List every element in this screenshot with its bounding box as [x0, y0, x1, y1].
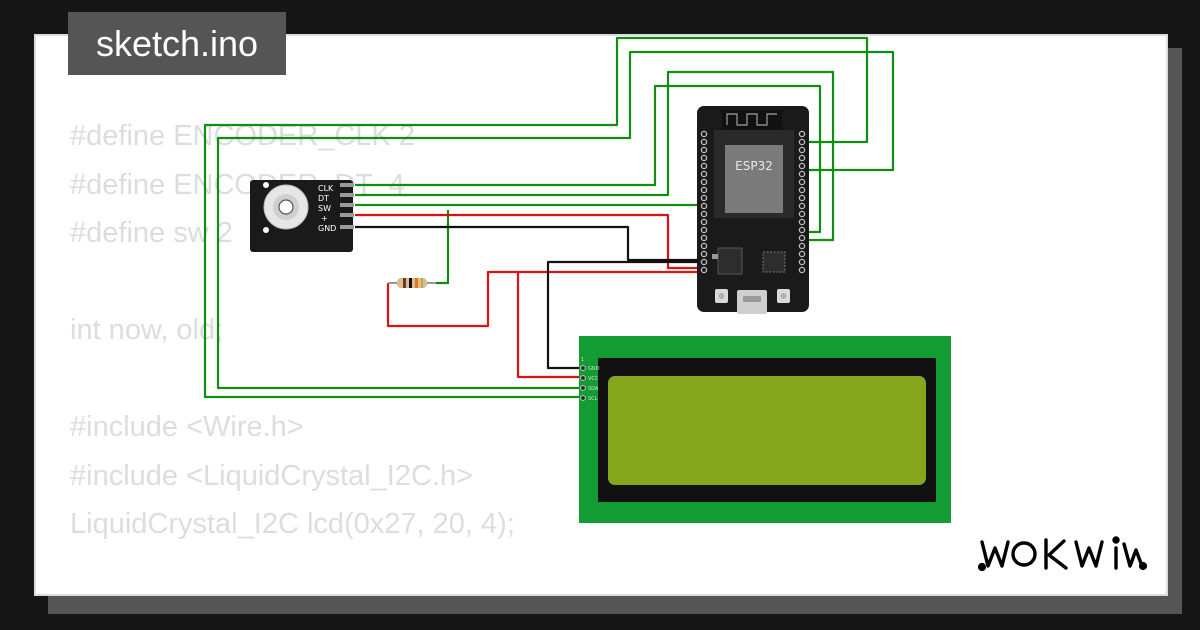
wire-gnd-lcd[interactable] [546, 260, 700, 370]
lcd-screen [608, 376, 926, 485]
encoder-pin-sw: SW [318, 204, 331, 213]
encoder-pin-vcc: + [321, 214, 328, 223]
file-title-tab[interactable]: sketch.ino [68, 12, 286, 75]
wire-sw-resistor[interactable] [436, 210, 450, 285]
lcd-pin-vcc: VCC [588, 376, 599, 382]
wire-resistor-vcc[interactable] [386, 270, 700, 328]
wokwi-logo [977, 536, 1148, 572]
wire-dt[interactable] [355, 70, 835, 242]
resistor[interactable] [388, 278, 436, 288]
esp32-right-pins [798, 130, 806, 274]
encoder-header-pins [340, 183, 354, 229]
wire-scl[interactable] [203, 36, 869, 399]
wire-sda[interactable] [216, 50, 895, 390]
rotary-encoder[interactable]: CLK DT SW + GND [250, 180, 354, 252]
wire-gnd-encoder[interactable] [355, 225, 700, 262]
wire-vcc-lcd[interactable] [516, 272, 582, 379]
lcd-display[interactable]: 1 GND VCC SDA SCL [579, 336, 951, 523]
encoder-pin-clk: CLK [318, 184, 334, 193]
lcd-pin-sda: SDA [588, 386, 599, 392]
lcd-pin-gnd: GND [588, 366, 600, 372]
esp32-left-pins [700, 130, 708, 274]
encoder-pin-gnd: GND [318, 224, 336, 233]
lcd-pins: GND VCC SDA SCL [580, 365, 600, 402]
encoder-pin-labels: CLK DT SW + GND [318, 184, 336, 233]
wire-clk[interactable] [355, 84, 822, 234]
wires [203, 36, 895, 399]
lcd-pin-number: 1 [581, 357, 584, 363]
esp32-board[interactable]: ESP32 [697, 106, 809, 314]
encoder-pin-dt: DT [318, 194, 329, 203]
lcd-pin-scl: SCL [588, 396, 598, 402]
wire-vcc-encoder[interactable] [355, 213, 700, 270]
esp32-label: ESP32 [735, 159, 773, 173]
